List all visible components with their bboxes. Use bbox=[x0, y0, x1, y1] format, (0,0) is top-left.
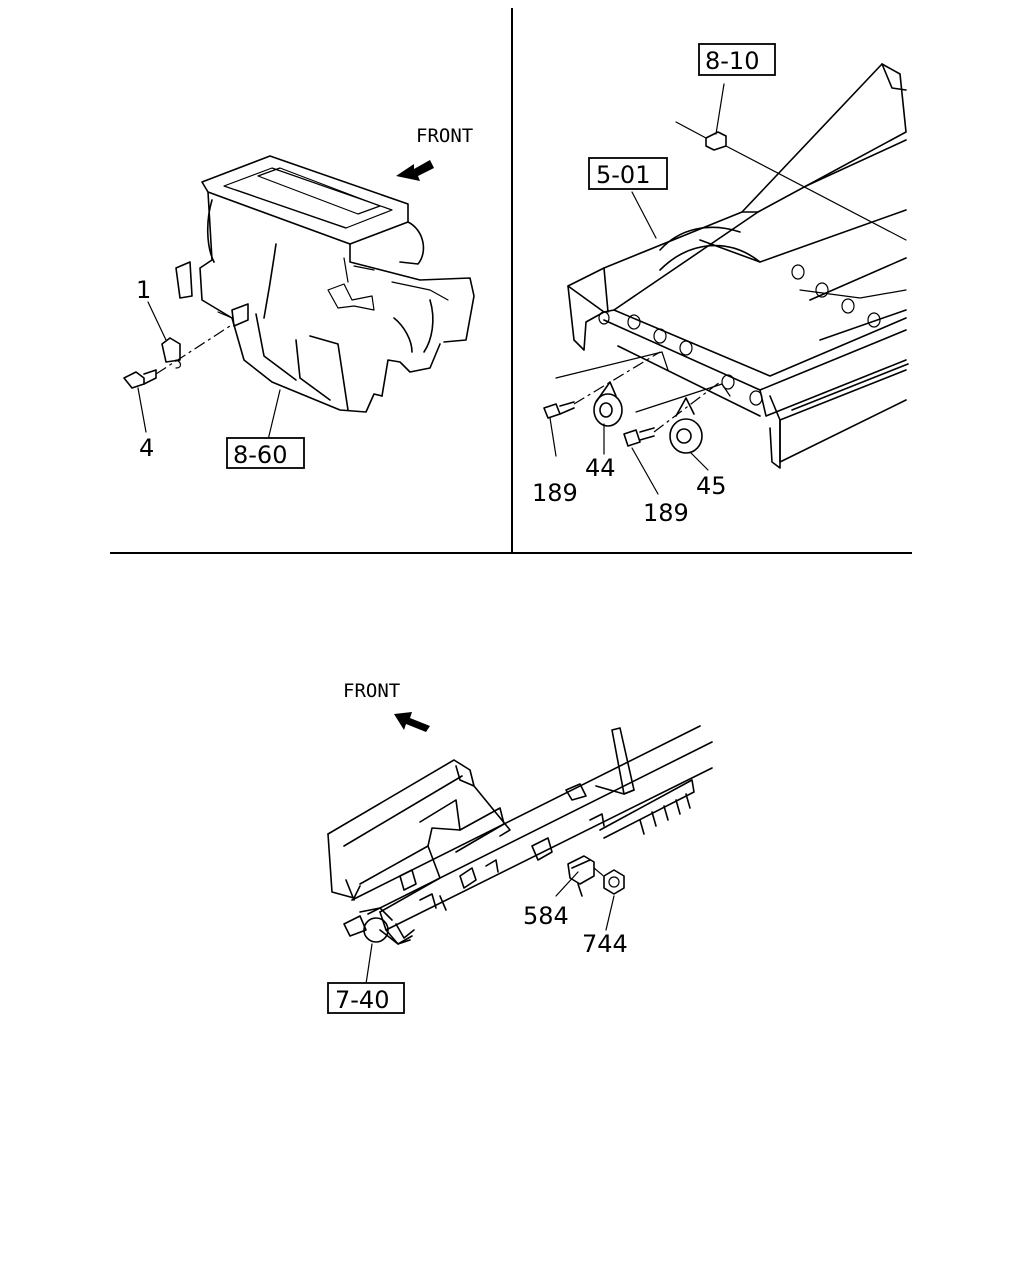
horn-45 bbox=[669, 397, 703, 454]
part-label-189-left: 189 bbox=[532, 479, 578, 507]
leader-ref-8-60 bbox=[267, 389, 281, 441]
front-arrow-icon-bottom bbox=[394, 712, 430, 732]
part-1-bracket bbox=[161, 337, 181, 363]
ref-label-8-10: 8-10 bbox=[705, 47, 759, 75]
ref-box-7-40 bbox=[327, 982, 405, 1014]
nut-744 bbox=[603, 869, 625, 895]
frame-assembly-drawing bbox=[327, 725, 713, 945]
panel-frame-relay: FRONT bbox=[327, 680, 713, 1014]
part-4-screw bbox=[123, 369, 157, 389]
leader-part-1 bbox=[147, 301, 167, 341]
bolt-189-b bbox=[623, 427, 655, 447]
ref-box-8-60 bbox=[226, 437, 305, 469]
front-arrow-icon bbox=[396, 160, 434, 181]
clip-584 bbox=[567, 855, 595, 897]
frame-drawing bbox=[567, 63, 909, 469]
part-label-44: 44 bbox=[585, 454, 616, 482]
ref-label-5-01: 5-01 bbox=[596, 161, 650, 189]
part-label-584: 584 bbox=[523, 902, 569, 930]
front-label-bottom: FRONT bbox=[343, 680, 400, 702]
relay-7-40 bbox=[343, 907, 393, 943]
part-label-4: 4 bbox=[139, 434, 154, 462]
part-label-45: 45 bbox=[696, 472, 727, 500]
ref-label-8-60: 8-60 bbox=[233, 441, 287, 469]
part-label-744: 744 bbox=[582, 930, 628, 958]
ref-box-5-01 bbox=[588, 157, 668, 190]
panel-heater-unit: FRONT bbox=[123, 125, 475, 469]
connector-8-10 bbox=[705, 131, 727, 151]
ref-label-7-40: 7-40 bbox=[335, 986, 389, 1014]
heater-unit-drawing bbox=[175, 155, 475, 413]
part-label-1: 1 bbox=[136, 276, 151, 304]
panel-horns: 8-10 5-01 189 44 189 45 bbox=[532, 43, 909, 527]
ref-box-8-10 bbox=[698, 43, 776, 76]
bolt-189-a bbox=[543, 401, 575, 419]
part-label-189-right: 189 bbox=[643, 499, 689, 527]
horn-44 bbox=[593, 381, 623, 427]
front-label: FRONT bbox=[416, 125, 473, 147]
leader-part-4 bbox=[137, 387, 147, 433]
